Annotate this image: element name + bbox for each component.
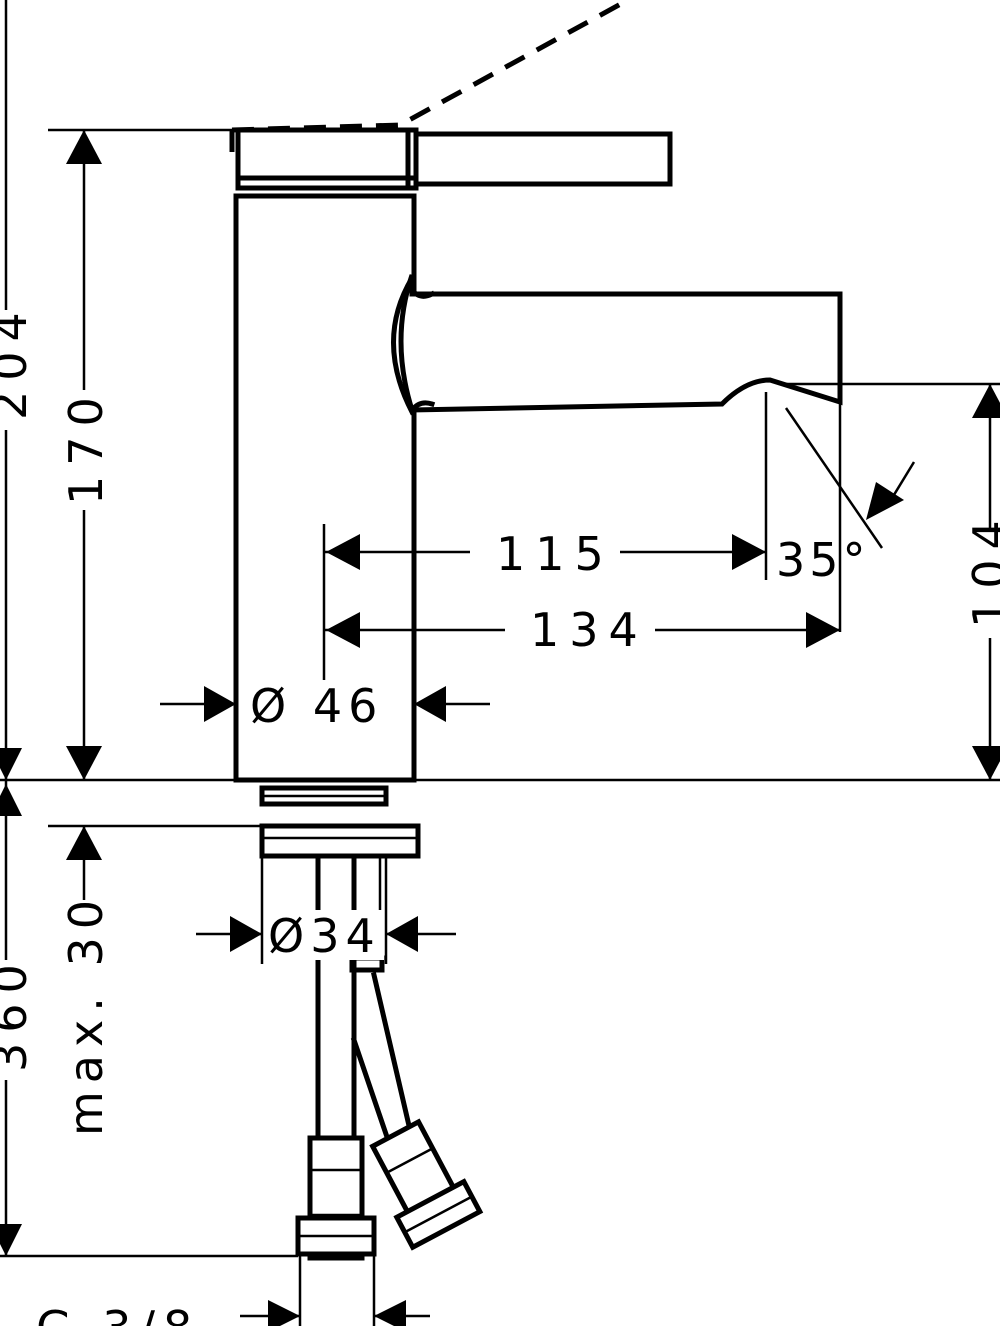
shank-diameter-label: Ø34	[268, 909, 381, 963]
dimension-spout-outlet: 134	[324, 603, 840, 657]
spout	[391, 274, 843, 416]
dimension-spout-reach: 115	[324, 527, 766, 581]
dimension-pull-angle: 35°	[776, 407, 916, 587]
dimension-body-diameter: Ø 46	[160, 679, 490, 733]
dimension-spout-height: 104	[963, 384, 1000, 780]
dimension-total-height: 204	[0, 0, 40, 780]
shank-assembly	[259, 785, 421, 973]
connection-label: G 3/8	[36, 1301, 200, 1326]
dimension-max-deck: max. 30	[59, 826, 113, 1140]
dimension-hose-length: 360	[0, 780, 40, 1256]
dimension-shank-diameter: Ø34	[196, 909, 456, 963]
body-height-label: 170	[59, 387, 113, 505]
max-deck-label: max. 30	[59, 892, 113, 1136]
spout-height-label: 104	[963, 510, 1000, 628]
pull-angle-label: 35°	[776, 533, 870, 587]
dimension-body-height: 170	[59, 130, 113, 780]
lever-handle	[235, 127, 673, 191]
faucet-body	[233, 193, 417, 783]
body-diameter-label: Ø 46	[250, 679, 383, 733]
spout-reach-label: 115	[496, 527, 614, 581]
dimension-connection: G 3/8	[36, 1300, 430, 1326]
connection-hoses	[295, 957, 484, 1261]
spout-outlet-label: 134	[530, 603, 648, 657]
hose-length-label: 360	[0, 954, 37, 1072]
total-height-label: 204	[0, 302, 37, 420]
